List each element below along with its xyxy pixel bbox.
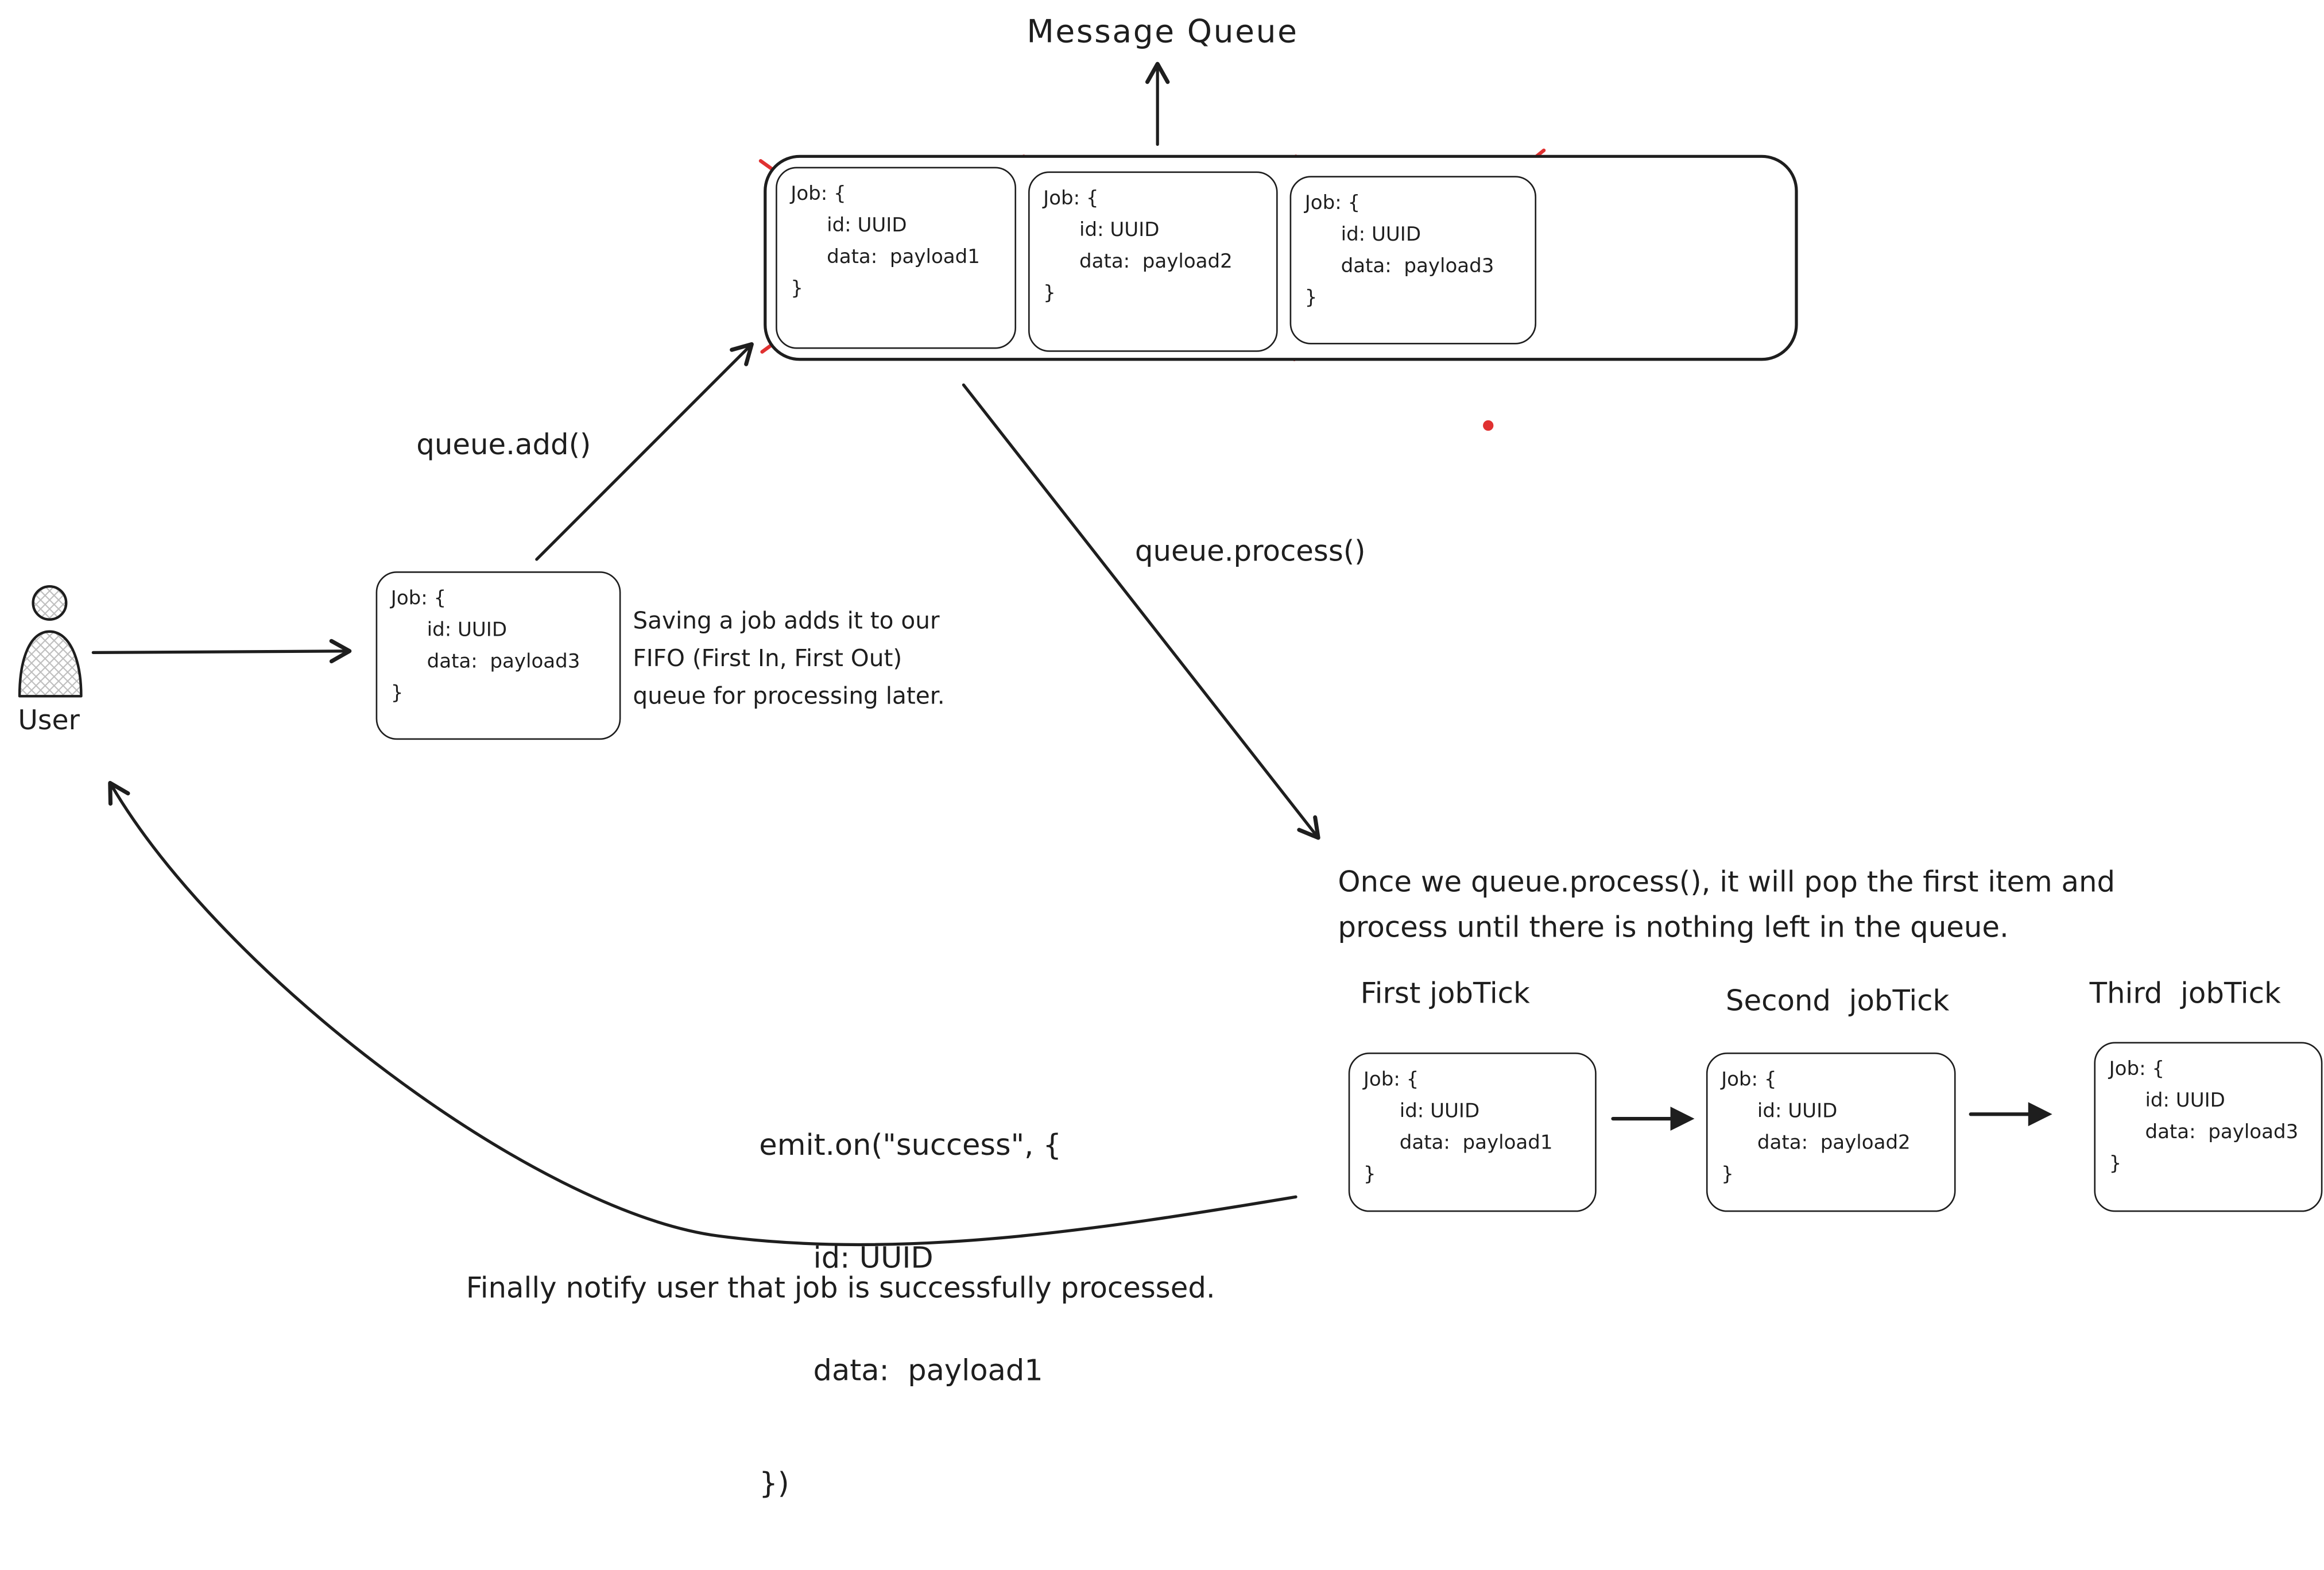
job-close-line: } [791,278,803,301]
job-data-line: data: payload1 [827,246,980,269]
saving-note: Saving a job adds it to our FIFO (First … [633,603,944,716]
job-id-line: id: UUID [1341,224,1421,247]
queue-add-arrow [535,342,754,561]
emit-line-1: emit.on("success", { [759,1127,1062,1163]
queue-process-label: queue.process() [1134,535,1366,569]
first-jobtick-card: Job: { id: UUID data: payload1 } [1348,1052,1597,1212]
notify-user-curve-arrow [108,780,1297,1247]
job-id-line: id: UUID [1399,1100,1480,1123]
message-queue-container [764,154,1798,361]
job-data-line: data: payload3 [1341,256,1494,279]
saving-note-line-2: FIFO (First In, First Out) [633,645,903,672]
job-open-line: Job: { [1363,1069,1419,1092]
job-open-line: Job: { [1721,1069,1777,1092]
user-to-job-arrow [91,639,352,664]
saving-note-line-3: queue for processing later. [633,682,945,710]
job-close-line: } [2109,1153,2122,1176]
job-id-line: id: UUID [827,215,907,238]
user-label: User [18,705,80,737]
third-jobtick-label: Third jobTick [2089,977,2281,1011]
diagram-canvas: Message Queue Job: { id: UUID data: payl… [18,13,2323,1501]
queue-job-card-2: Job: { id: UUID data: payload2 } [1028,171,1278,352]
emit-line-3: data: payload1 [813,1353,1043,1388]
job-id-line: id: UUID [1757,1100,1838,1123]
job-data-line: data: payload1 [1399,1132,1553,1155]
job-data-line: data: payload3 [427,651,580,674]
job-open-line: Job: { [1304,192,1361,215]
emit-success-block: emit.on("success", { id: UUID data: payl… [759,1058,1062,1569]
job-data-line: data: payload2 [1079,251,1233,274]
first-jobtick-label: First jobTick [1360,977,1530,1011]
saving-note-line-1: Saving a job adds it to our [633,607,940,635]
job-id-line: id: UUID [427,619,508,643]
job-open-line: Job: { [1043,188,1099,211]
job-open-line: Job: { [791,183,846,206]
user-icon [18,585,83,698]
queue-job-card-3: Job: { id: UUID data: payload3 } [1289,176,1537,345]
job-open-line: Job: { [2109,1058,2165,1081]
red-dot [1483,420,1494,431]
queue-add-label: queue.add() [416,428,591,462]
finally-note: Finally notify user that job is successf… [466,1272,1215,1305]
third-jobtick-card: Job: { id: UUID data: payload3 } [2094,1042,2323,1212]
job-open-line: Job: { [390,587,447,611]
job-close-line: } [1304,287,1318,310]
job-id-line: id: UUID [1079,219,1160,242]
process-note-line-2: process until there is nothing left in t… [1338,911,2009,945]
job-close-line: } [1363,1163,1376,1186]
job-close-line: } [1721,1163,1734,1186]
diagram-title: Message Queue [1027,13,1299,50]
second-jobtick-card: Job: { id: UUID data: payload2 } [1706,1052,1956,1212]
user-job-card: Job: { id: UUID data: payload3 } [375,571,621,740]
job-data-line: data: payload3 [2145,1122,2299,1144]
queue-process-arrow [962,383,1320,840]
emit-line-2: id: UUID [813,1240,934,1275]
job-id-line: id: UUID [2145,1090,2225,1113]
process-note-line-1: Once we queue.process(), it will pop the… [1338,866,2116,899]
second-jobtick-label: Second jobTick [1725,985,1950,1018]
queue-job-card-1: Job: { id: UUID data: payload1 } [776,167,1017,349]
job-data-line: data: payload2 [1757,1132,1911,1155]
process-note: Once we queue.process(), it will pop the… [1338,860,2115,950]
emit-line-4: }) [759,1465,789,1501]
job-close-line: } [390,682,404,706]
job-close-line: } [1043,283,1056,306]
